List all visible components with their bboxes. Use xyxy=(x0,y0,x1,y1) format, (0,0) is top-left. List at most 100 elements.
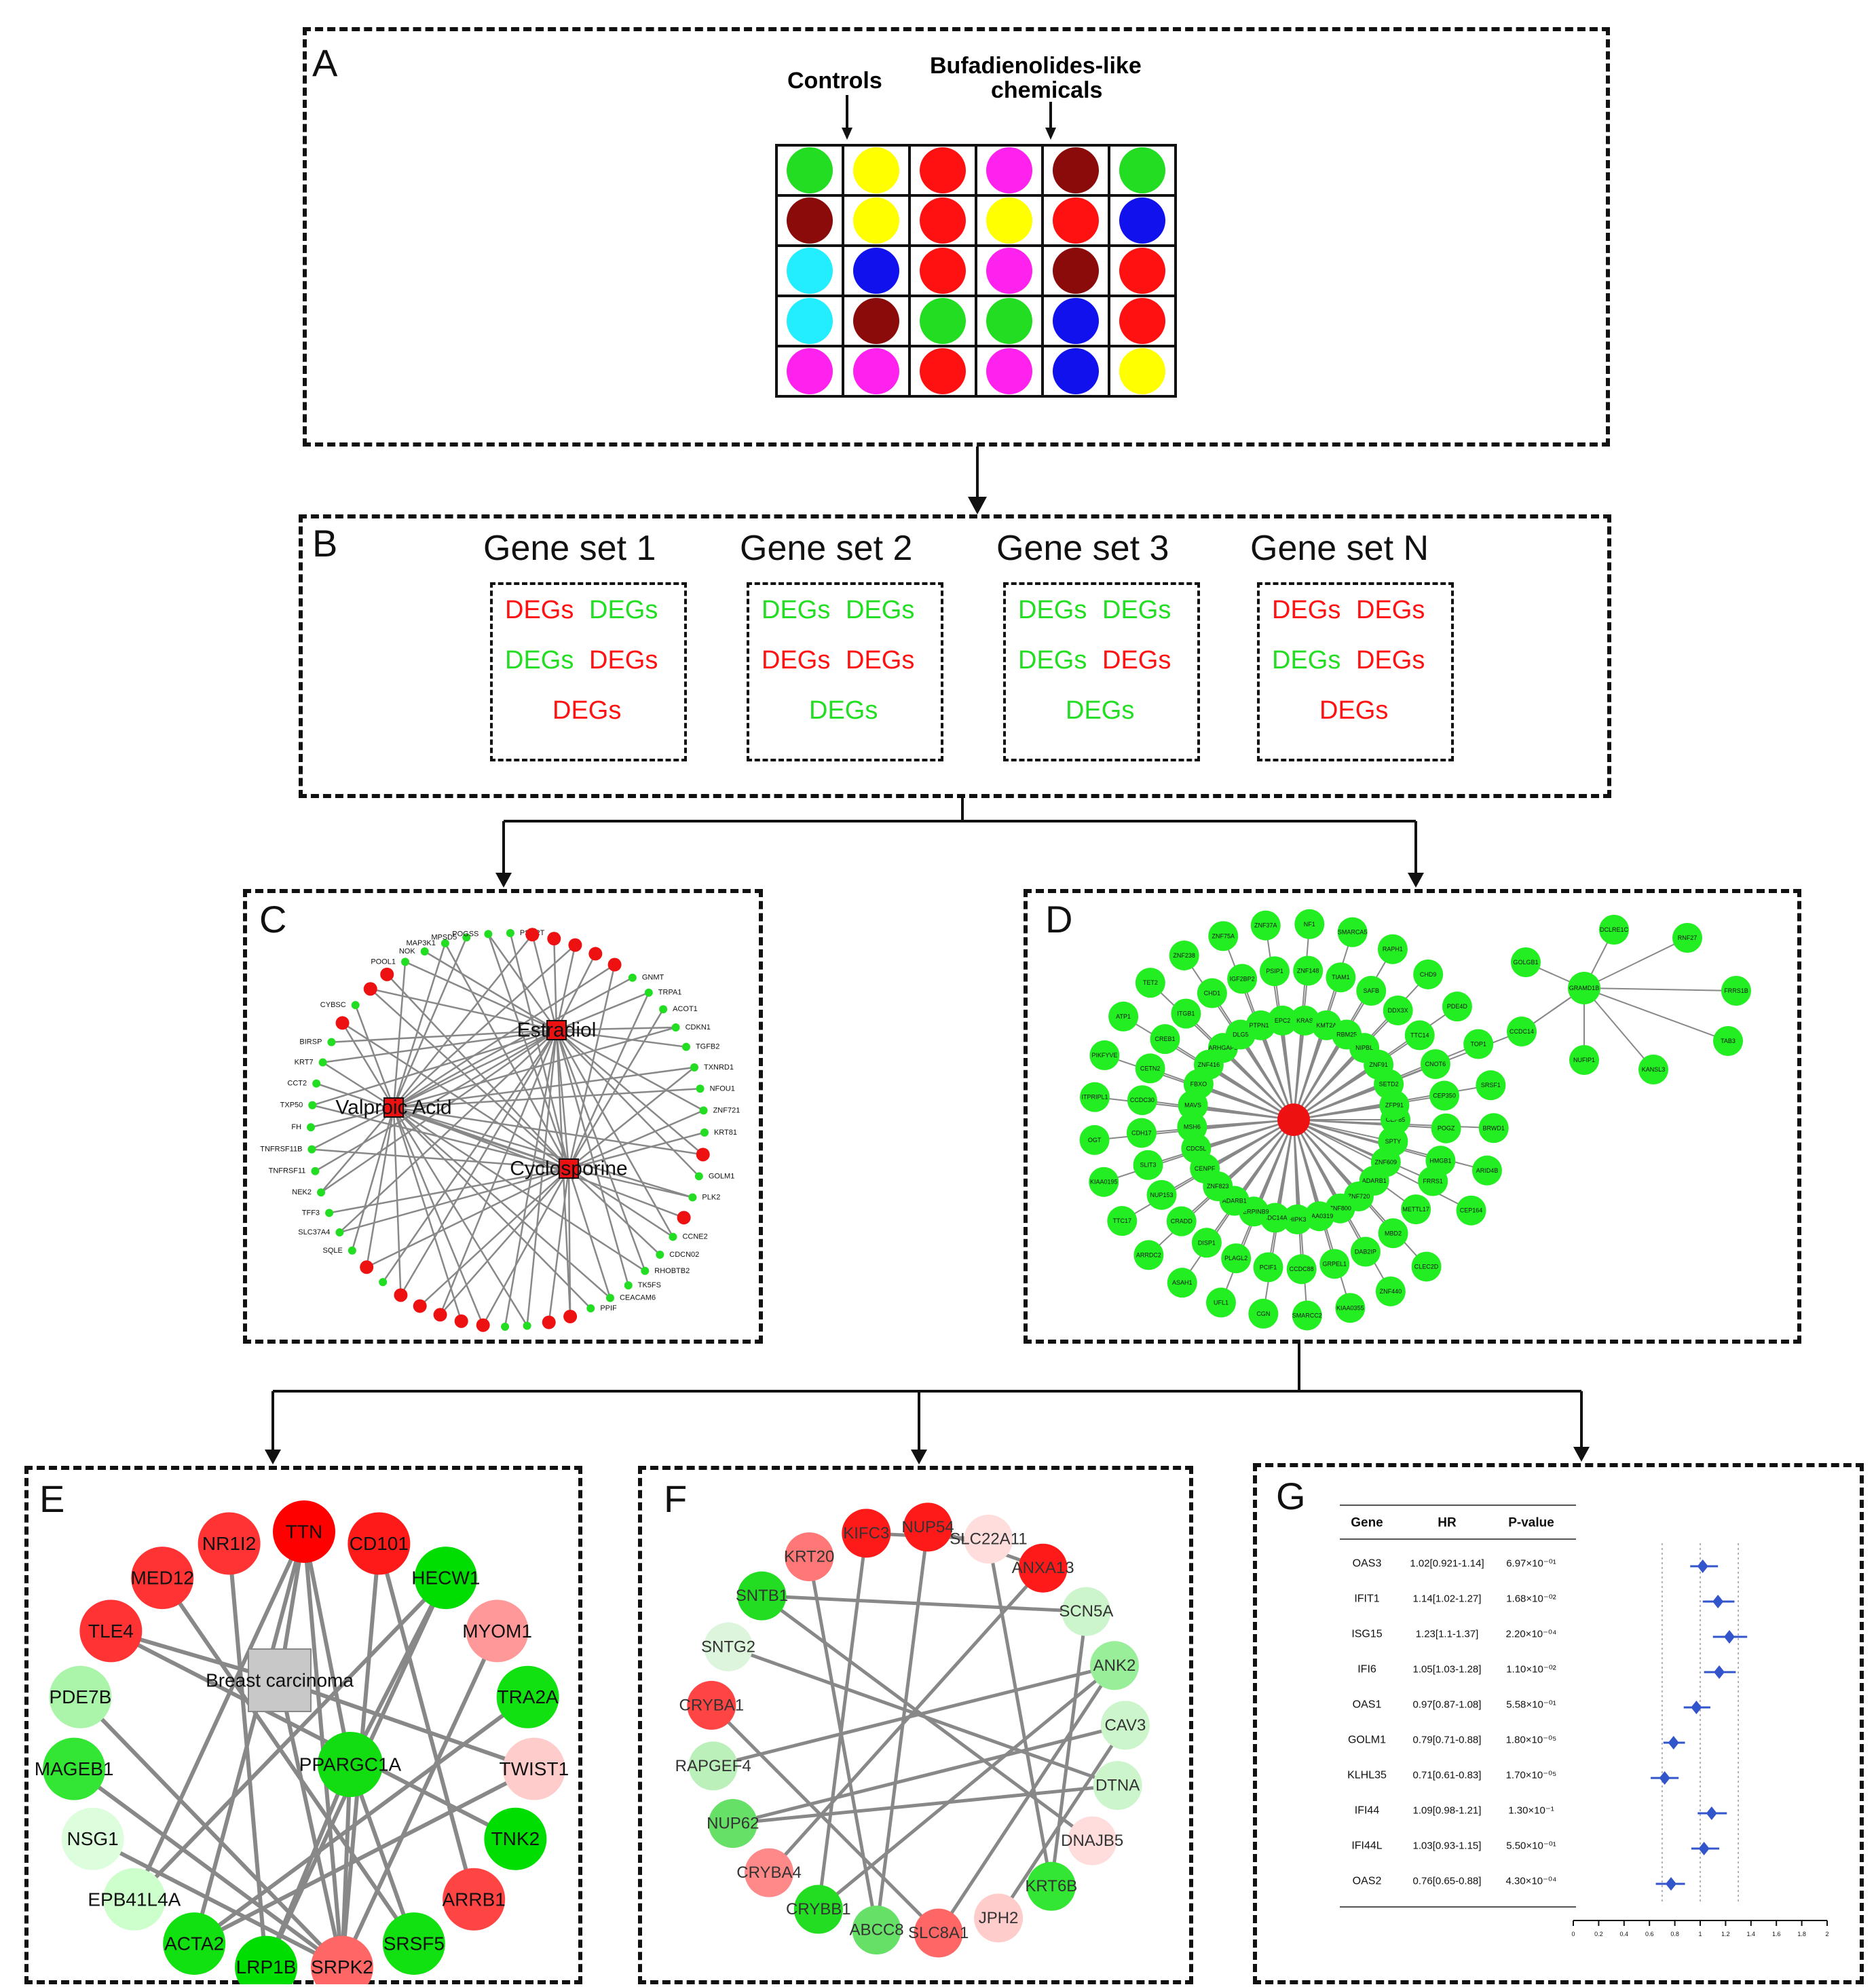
gene-node xyxy=(1471,1155,1502,1186)
edge xyxy=(1208,1064,1294,1120)
deg-label: DEGs xyxy=(589,596,658,624)
deg-label: DEGs xyxy=(1356,646,1425,675)
gene-node xyxy=(1133,1240,1164,1270)
gene-label: CHD9 xyxy=(1420,971,1437,978)
gene-set-title: Gene set N xyxy=(1250,529,1429,568)
gene-label: CCDC30 xyxy=(1130,1097,1155,1103)
gene-cell: OAS3 xyxy=(1353,1558,1382,1570)
gene-node xyxy=(312,1079,321,1088)
gene-label: CDH17 xyxy=(1131,1129,1152,1136)
edge xyxy=(556,1029,704,1156)
hr-cell: 1.03[0.93-1.15] xyxy=(1413,1840,1482,1852)
gene-node xyxy=(1166,1206,1197,1236)
gene-label: ARHGAP5 xyxy=(1208,1044,1237,1051)
gene-node xyxy=(1127,1085,1157,1116)
edge xyxy=(1293,1104,1395,1120)
gene-label: TAB3 xyxy=(1721,1038,1736,1044)
edge xyxy=(509,932,570,1169)
gene-node xyxy=(49,1665,112,1728)
edge xyxy=(1293,1119,1320,1217)
gene-label: TWIST1 xyxy=(500,1758,569,1779)
drug-label: Valproic Acid xyxy=(335,1097,451,1119)
pvalue-cell: 1.10×10⁻⁰² xyxy=(1506,1664,1556,1676)
drug-gene-network: GNMTTRPA1ACOT1CDKN1TGFB2TXNRD1NFOU1ZNF72… xyxy=(260,928,740,1332)
deg-label: DEGs xyxy=(1018,596,1087,624)
well-red xyxy=(1119,298,1165,344)
edge xyxy=(393,1107,592,1309)
gene-label: GRPEL1 xyxy=(1322,1260,1347,1267)
gene-node xyxy=(1429,1080,1460,1111)
gene-label: HMGB1 xyxy=(1429,1157,1451,1164)
hub-label: GRAMD1B xyxy=(1569,985,1600,991)
edge xyxy=(340,1630,500,1968)
gene-node xyxy=(360,1260,374,1274)
gene-node xyxy=(502,1737,565,1800)
edge xyxy=(567,1168,612,1298)
gene-node xyxy=(1026,1861,1076,1911)
gene-label: POOL1 xyxy=(371,958,396,966)
gene-label: KIFC3 xyxy=(843,1524,889,1543)
gene-node xyxy=(607,958,622,972)
edge xyxy=(1293,1119,1341,1209)
gene-label: ARRDC2 xyxy=(1136,1251,1161,1258)
deg-label: DEGs xyxy=(505,596,574,624)
gene-node xyxy=(1420,1049,1450,1080)
hr-point xyxy=(1659,1771,1670,1785)
gene-cell: IFI6 xyxy=(1357,1664,1376,1676)
gene-label: ITPRIPL1 xyxy=(1081,1094,1108,1101)
gene-node xyxy=(1721,976,1751,1006)
gene-node xyxy=(462,933,471,942)
gene-label: BIRSP xyxy=(299,1038,322,1046)
edge xyxy=(348,1576,448,1766)
gene-label: DCLRE1C xyxy=(1600,926,1629,933)
well-darkred xyxy=(1053,147,1099,193)
gene-node xyxy=(1267,1005,1298,1036)
gene-label: CETN2 xyxy=(1140,1065,1161,1072)
gene-label: CGN xyxy=(1256,1310,1270,1317)
gene-set-title: Gene set 3 xyxy=(996,529,1169,568)
edge xyxy=(322,1029,557,1063)
gene-label: NIPBL xyxy=(1355,1044,1373,1051)
well-darkred xyxy=(787,197,833,244)
gene-node xyxy=(317,1188,326,1197)
gene-node xyxy=(1379,1090,1410,1120)
gene-node xyxy=(1404,1020,1435,1051)
gene-node xyxy=(523,1321,531,1330)
edge xyxy=(393,964,616,1109)
gene-node xyxy=(700,1128,709,1137)
gene-label: SLIT3 xyxy=(1140,1162,1157,1169)
gene-label: UFL1 xyxy=(1214,1299,1228,1306)
gene-label: FRRS1B xyxy=(1724,987,1748,994)
deg-label: DEGs xyxy=(846,596,915,624)
edge xyxy=(392,943,447,1108)
gene-node xyxy=(198,1512,261,1575)
gene-label: SAFB xyxy=(1364,987,1380,994)
edge xyxy=(393,1106,645,1272)
hr-point xyxy=(1724,1630,1736,1644)
gene-label: TLE4 xyxy=(88,1621,134,1642)
gene-node xyxy=(433,1308,447,1322)
hub-node xyxy=(1568,972,1600,1004)
hr-point xyxy=(1691,1701,1702,1714)
gene-label: TXNRD1 xyxy=(704,1063,734,1072)
edge xyxy=(556,1029,687,1048)
hr-cell: 1.05[1.03-1.28] xyxy=(1413,1664,1482,1676)
disease-gene-network: TTNCD101HECW1MYOM1TRA2ATWIST1TNK2ARRB1SR… xyxy=(35,1500,569,1984)
gene-label: MPSD5 xyxy=(431,933,457,941)
gene-label: ANK2 xyxy=(1093,1657,1136,1675)
gene-node xyxy=(307,1145,316,1154)
gene-node xyxy=(318,1732,383,1797)
gene-node xyxy=(1169,940,1199,970)
edge xyxy=(329,1167,569,1214)
gene-label: SCN5A xyxy=(1059,1602,1113,1621)
gene-node xyxy=(43,1737,106,1800)
gene-node xyxy=(1638,1055,1668,1084)
x-tick-label: 0.2 xyxy=(1594,1931,1603,1937)
edge xyxy=(393,1106,569,1170)
deg-label: DEGs xyxy=(1102,596,1171,624)
gene-node xyxy=(1135,968,1165,998)
edge xyxy=(555,1029,674,1238)
edge xyxy=(713,1663,1115,1768)
controls-label: Controls xyxy=(787,68,882,94)
gene-node xyxy=(484,1807,547,1870)
